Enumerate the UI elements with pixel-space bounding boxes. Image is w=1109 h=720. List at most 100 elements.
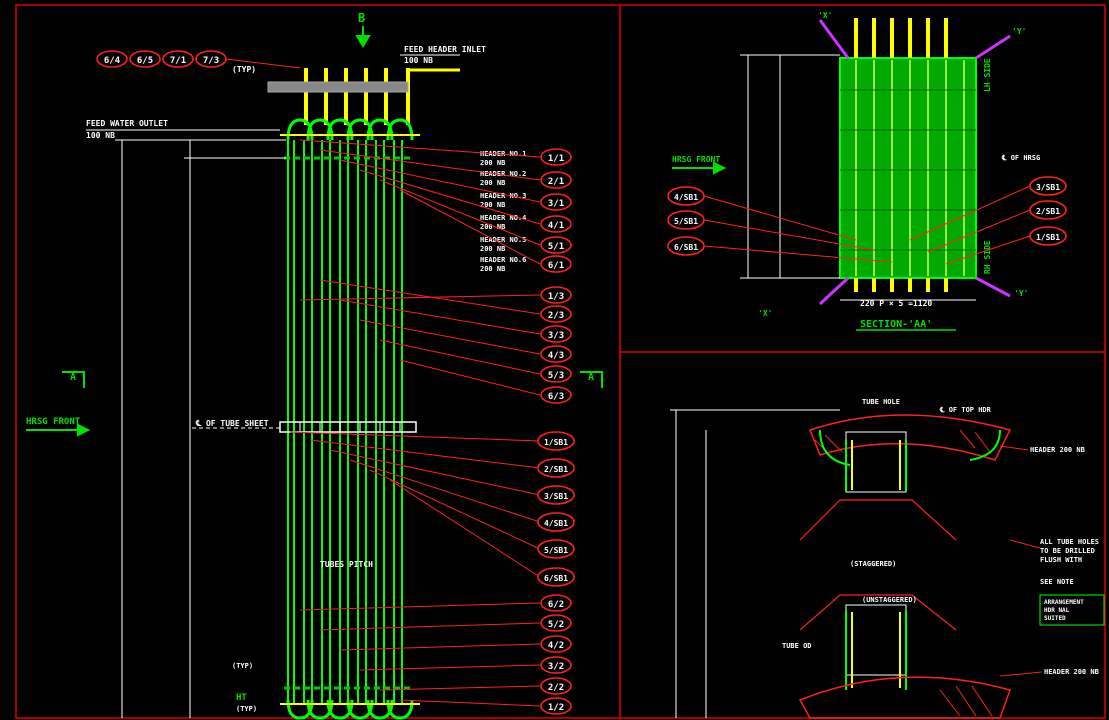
section-marker-b: B <box>358 11 365 25</box>
tag-bubble: 6/SB1 <box>544 574 568 583</box>
section-arrow-a-left-icon <box>62 371 85 388</box>
typ-label-top: (TYP) <box>232 65 256 74</box>
typ-label-lower: (TYP) <box>232 662 253 670</box>
svg-text:HEADER NO.5: HEADER NO.5 <box>480 236 526 244</box>
svg-text:FLUSH WITH: FLUSH WITH <box>1040 556 1082 564</box>
tube-bundle-bands <box>284 156 410 690</box>
header-coils-top <box>286 118 414 141</box>
section-marker-a-right: A <box>588 372 594 383</box>
tags-bottom: 6/2 5/2 4/2 3/2 2/2 1/2 <box>540 594 572 715</box>
typ-label-bottom: (TYP) <box>236 705 257 713</box>
header-size-label: HEADER 200 NB <box>1030 446 1085 454</box>
tag-bubble: 5/SB1 <box>544 546 568 555</box>
header-coils-bottom <box>286 699 414 720</box>
elevation-view: B 6/4 6/5 7/1 7/3 (TYP) FEED HEADER INLE… <box>26 11 603 720</box>
tag-bubble: 6/2 <box>548 600 564 610</box>
section-title: SECTION-'AA' <box>860 319 932 330</box>
note-block: ALL TUBE HOLES TO BE DRILLED FLUSH WITH … <box>1039 538 1105 626</box>
detail-view: TUBE HOLE ℄ OF TOP HDR HEADER 200 NB (ST… <box>670 398 1105 719</box>
hrsg-front-label: HRSG FRONT <box>26 417 81 427</box>
svg-text:HEADER NO.6: HEADER NO.6 <box>480 256 526 264</box>
header-arc-bottom <box>798 676 1011 719</box>
tube-hole-label: TUBE HOLE <box>862 398 900 406</box>
section-tags-left: 4/SB1 5/SB1 6/SB1 <box>667 186 705 256</box>
hrsg-front-section-arrow-icon <box>672 161 727 175</box>
feed-inlet-size: 100 NB <box>404 56 433 65</box>
tubes-pitch-label: TUBES PITCH <box>320 560 373 569</box>
tag-bubble: 1/SB1 <box>544 438 568 447</box>
header-box-top <box>267 81 409 93</box>
marker-x-top: 'X' <box>818 11 832 20</box>
tag-bubble: 6/3 <box>548 392 564 402</box>
sheet-frame <box>15 4 1106 719</box>
svg-text:200 NB: 200 NB <box>480 201 505 209</box>
feed-header-inlet-label: FEED HEADER INLET <box>404 45 486 54</box>
header-arc-top <box>809 414 1012 461</box>
tag-bubble: 5/SB1 <box>674 217 698 226</box>
marker-y-bottom: 'Y' <box>1014 289 1028 298</box>
tag-bubble: 2/SB1 <box>1036 207 1060 216</box>
detail-tube-top <box>845 431 907 493</box>
cl-top-hdr-label: ℄ OF TOP HDR <box>939 406 992 414</box>
svg-text:HEADER NO.3: HEADER NO.3 <box>480 192 526 200</box>
marker-y-top: 'Y' <box>1012 27 1026 36</box>
tags-sb: 1/SB1 2/SB1 3/SB1 4/SB1 5/SB1 6/SB1 <box>537 431 575 587</box>
tag-bubble: 4/SB1 <box>544 519 568 528</box>
tag-bubble: 2/SB1 <box>544 465 568 474</box>
tag-bubble: 5/3 <box>548 371 564 381</box>
tag-bubble: 5/1 <box>548 242 564 252</box>
tag-bubble: 6/5 <box>137 56 153 66</box>
cl-hrsg-label: ℄ OF HRSG <box>1001 154 1040 162</box>
tag-bubble: 3/SB1 <box>1036 183 1060 192</box>
tag-bubble: 4/SB1 <box>674 193 698 202</box>
feed-outlet-size: 100 NB <box>86 131 115 140</box>
svg-text:200 NB: 200 NB <box>480 179 505 187</box>
leader-lines <box>289 139 541 707</box>
tag-bubble: 7/3 <box>203 56 219 66</box>
section-arrow-a-right-icon <box>580 371 603 388</box>
svg-text:200 NB: 200 NB <box>480 265 505 273</box>
tube-sheet <box>279 421 417 433</box>
tag-bubble: 3/2 <box>548 662 564 672</box>
svg-text:SUITED: SUITED <box>1044 615 1066 622</box>
svg-text:HDR NAL: HDR NAL <box>1044 607 1070 614</box>
svg-text:TO BE DRILLED: TO BE DRILLED <box>1040 547 1095 555</box>
svg-text:200 NB: 200 NB <box>480 159 505 167</box>
svg-text:HEADER NO.2: HEADER NO.2 <box>480 170 526 178</box>
svg-text:ARRANGEMENT: ARRANGEMENT <box>1044 599 1084 606</box>
svg-text:200 NB: 200 NB <box>480 245 505 253</box>
tag-bubble: 6/4 <box>104 56 121 66</box>
lh-side-label: LH SIDE <box>983 58 992 92</box>
tag-bubble: 2/1 <box>548 177 564 187</box>
svg-text:ALL TUBE HOLES: ALL TUBE HOLES <box>1040 538 1099 546</box>
tag-bubble: 2/2 <box>548 683 564 693</box>
tube-sheet-cl-label: ℄ OF TUBE SHEET <box>195 419 269 428</box>
svg-text:200 NB: 200 NB <box>480 223 505 231</box>
section-arrow-b-icon <box>355 26 371 48</box>
tag-bubble: 1/1 <box>548 154 564 164</box>
tags-mid: 1/3 2/3 3/3 4/3 5/3 6/3 <box>540 286 572 404</box>
tag-bubble: 3/3 <box>548 331 564 341</box>
section-tags-right: 3/SB1 2/SB1 1/SB1 <box>1029 176 1067 246</box>
tag-bubble: 2/3 <box>548 311 564 321</box>
tag-bubble: 4/2 <box>548 641 564 651</box>
tag-bubble: 1/2 <box>548 703 564 713</box>
svg-text:HEADER NO.4: HEADER NO.4 <box>480 214 526 222</box>
unstaggered-label: (UNSTAGGERED) <box>862 596 917 604</box>
tag-bubble: 3/1 <box>548 199 564 209</box>
tag-bubble: 3/SB1 <box>544 492 568 501</box>
hrsg-front-section-label: HRSG FRONT <box>672 155 720 164</box>
hrsg-front-arrow-icon <box>26 423 91 437</box>
section-marker-a-left: A <box>70 372 76 383</box>
header-bottom-label: HEADER 200 NB <box>1044 668 1099 676</box>
tag-bubble: 7/1 <box>170 56 186 66</box>
overall-dimension-lines <box>115 139 286 718</box>
tag-bubble: 6/SB1 <box>674 243 698 252</box>
tag-bubble: 4/3 <box>548 351 564 361</box>
ht-label: HT <box>236 693 247 703</box>
inlet-stubs <box>304 68 410 125</box>
top-tag-row: 6/4 6/5 7/1 7/3 (TYP) <box>96 50 301 74</box>
detail-tube-bottom <box>845 604 907 676</box>
marker-x-bottom: 'X' <box>758 309 772 318</box>
